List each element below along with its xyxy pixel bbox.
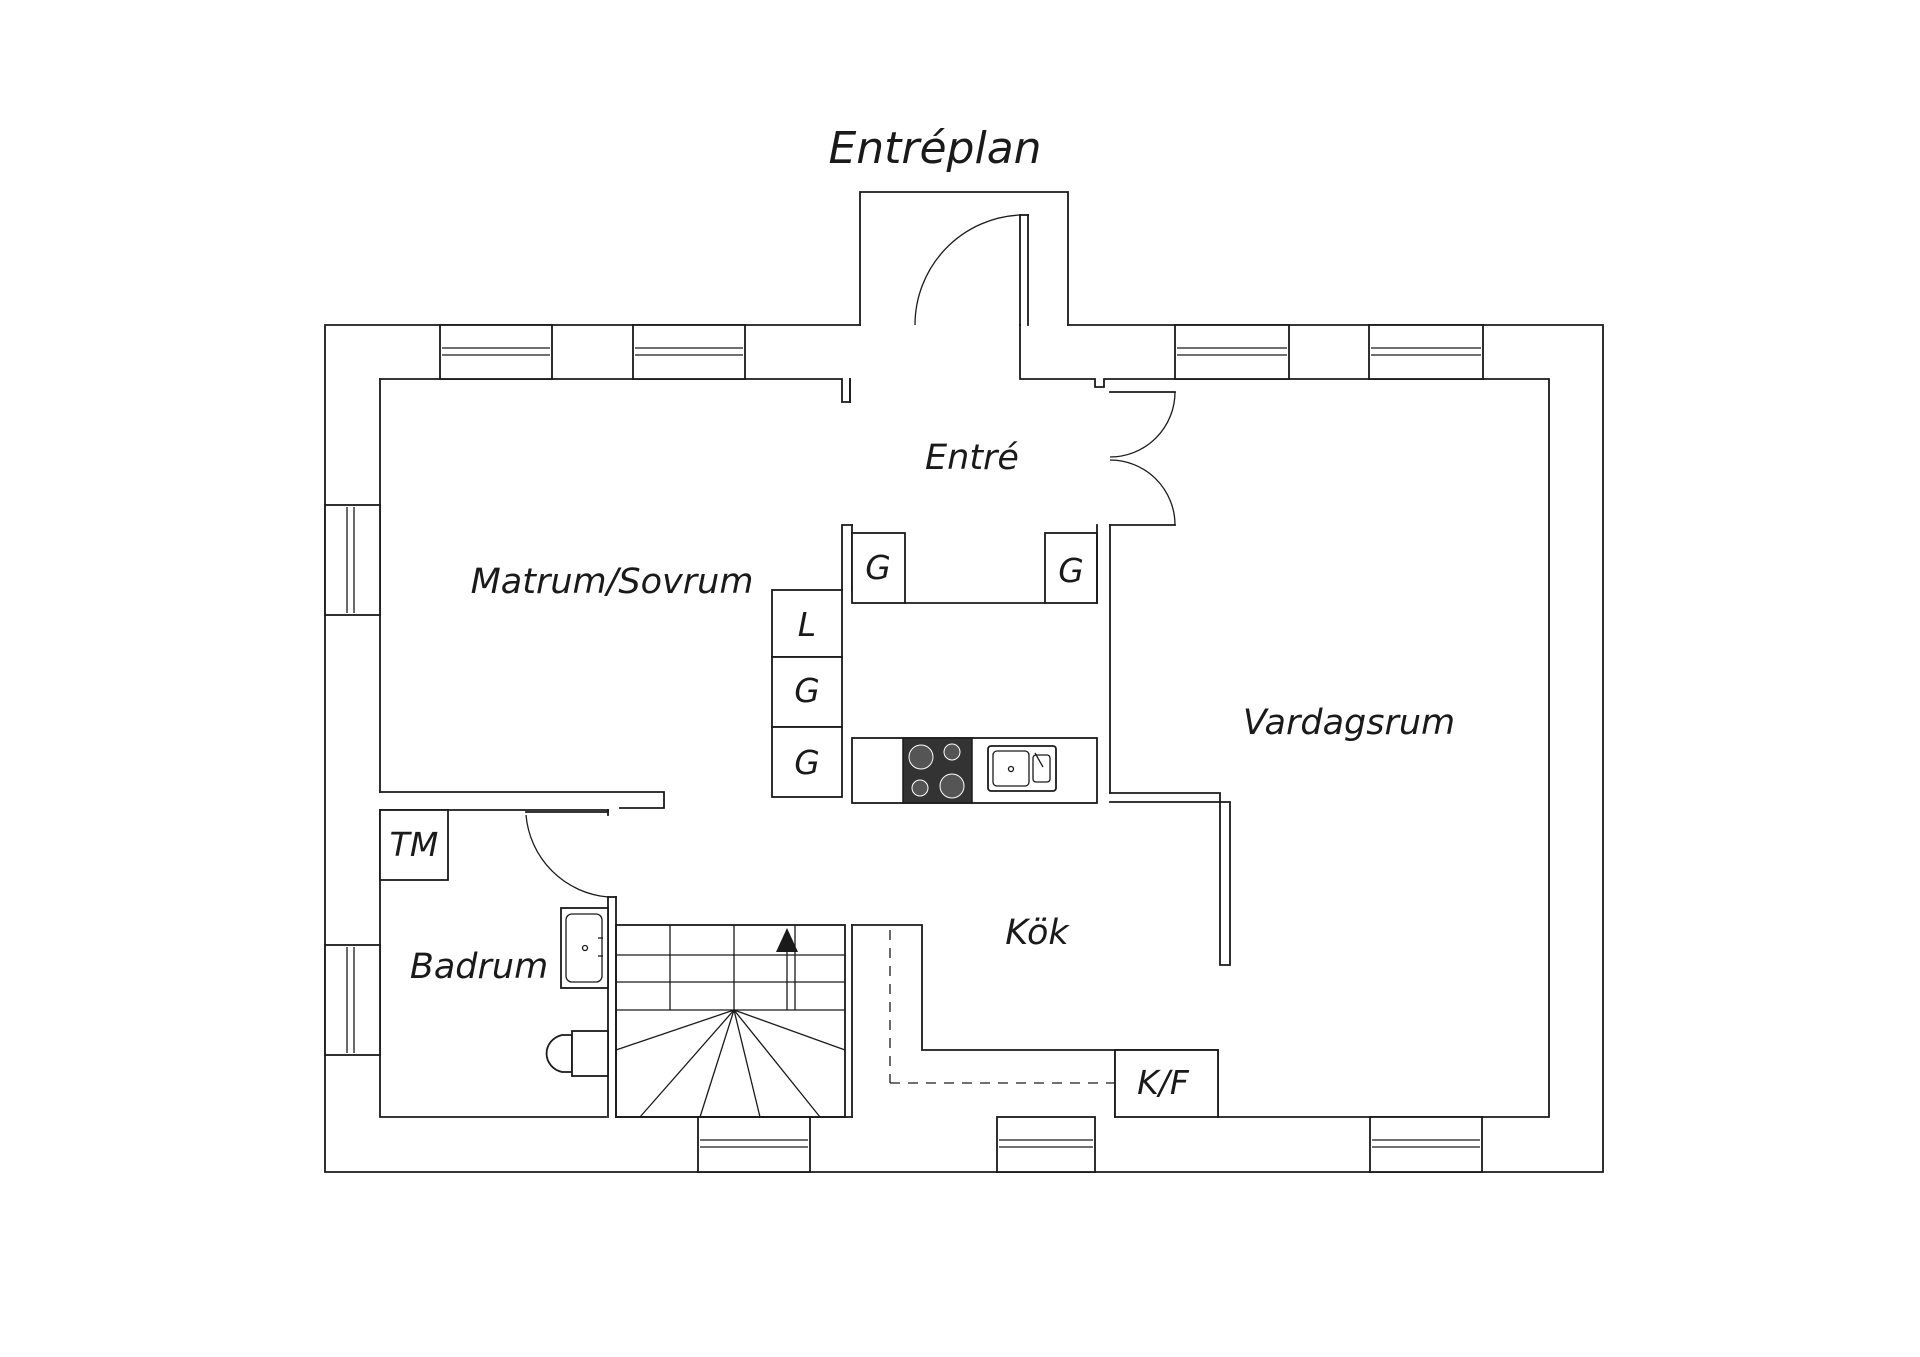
room-label-kok: Kök (1005, 913, 1070, 953)
window-left-2 (324, 944, 381, 1056)
bathroom-fixtures (379, 809, 609, 1077)
entry-double-door (1109, 391, 1176, 526)
window-bottom-2 (996, 1116, 1096, 1173)
room-label-badrum: Badrum (410, 947, 548, 987)
window-top-2 (632, 324, 746, 380)
toilet (545, 1034, 573, 1073)
fixture-label-g4: G (794, 743, 820, 782)
windows (324, 324, 1484, 1173)
window-top-3 (1174, 324, 1290, 380)
room-label-matrum: Matrum/Sovrum (471, 562, 754, 602)
front-door (914, 214, 1029, 326)
stair-arrow-icon (776, 928, 798, 952)
fixture-label-l: L (798, 605, 816, 644)
staircase (615, 924, 846, 1118)
window-top-4 (1368, 324, 1484, 380)
plan-title: Entréplan (828, 123, 1041, 174)
room-label-entre: Entré (925, 438, 1019, 478)
washbasin (560, 907, 609, 989)
fixture-label-g2: G (1058, 551, 1084, 590)
fixture-label-g1: G (865, 548, 891, 587)
window-bottom-1 (697, 1116, 811, 1173)
kitchen-counter (851, 737, 1098, 804)
closets (771, 524, 1098, 798)
room-label-vardagsrum: Vardagsrum (1243, 703, 1455, 743)
window-top-1 (439, 324, 553, 380)
bathroom-door (525, 811, 609, 898)
fixture-label-tm: TM (390, 825, 439, 864)
kitchen-sink (987, 745, 1057, 792)
window-left-1 (324, 504, 381, 616)
fixture-label-kf: K/F (1137, 1063, 1190, 1102)
porch (859, 191, 1069, 326)
window-bottom-3 (1369, 1116, 1483, 1173)
fridge-freezer (1114, 1049, 1219, 1118)
fixture-label-g3: G (794, 671, 820, 710)
